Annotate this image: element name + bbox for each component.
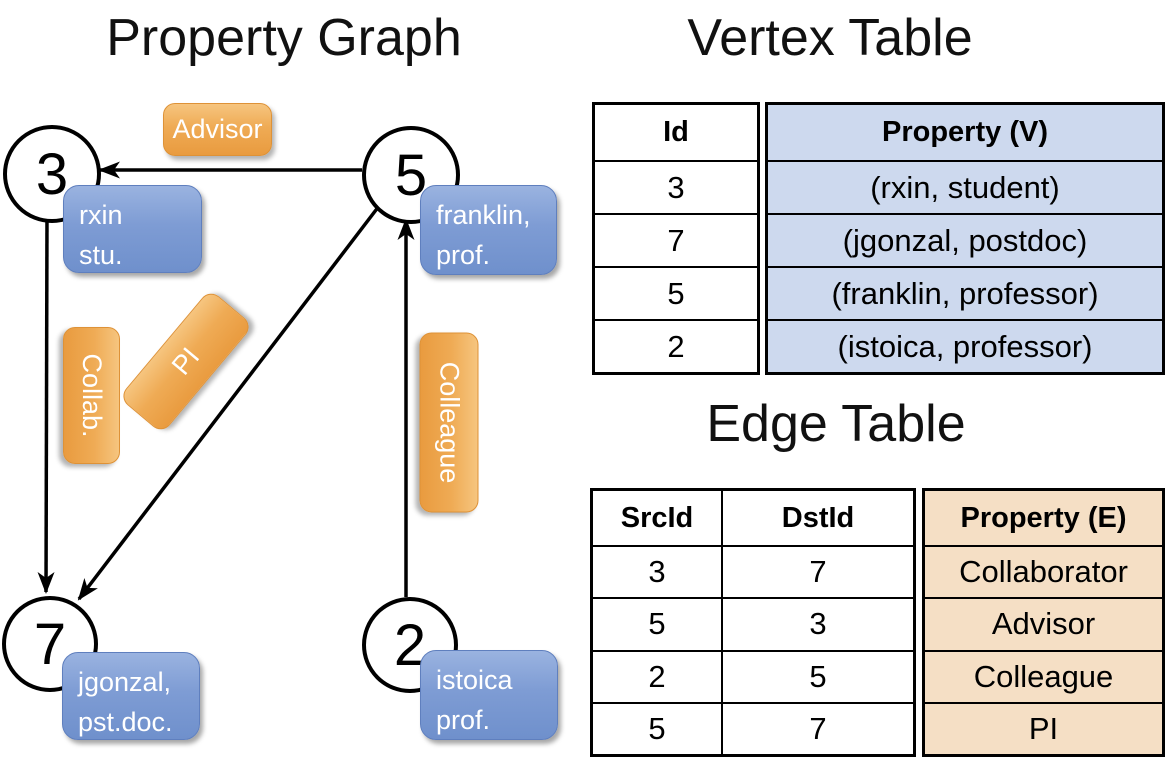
edge-row-property: Advisor xyxy=(925,597,1162,649)
vertex-row-property: (jgonzal, postdoc) xyxy=(768,213,1162,266)
vertex-label-rxin-line1: rxin xyxy=(79,200,123,230)
vertex-label-franklin-line2: prof. xyxy=(436,239,491,270)
edge-5-7 xyxy=(77,204,381,601)
vertex-row-property: (rxin, student) xyxy=(768,160,1162,213)
vertex-row-id: 2 xyxy=(595,319,757,372)
edge-row-dst: 5 xyxy=(721,651,913,702)
node-2: 2 xyxy=(362,597,458,693)
edge-row-property: Collaborator xyxy=(925,545,1162,597)
vertex-label-rxin: rxin stu. xyxy=(63,185,202,273)
vertex-table-id-column: Id 3 7 5 2 xyxy=(592,102,760,375)
edge-3-7 xyxy=(37,215,55,594)
vertex-label-jgonzal: jgonzal, pst.doc. xyxy=(62,652,200,740)
vertex-row-property: (franklin, professor) xyxy=(768,266,1162,319)
node-7-id: 7 xyxy=(33,611,67,677)
vertex-row-id: 7 xyxy=(595,213,757,266)
vertex-property-header: Property (V) xyxy=(882,116,1048,148)
vertex-label-istoica-line1: istoica xyxy=(436,665,513,695)
node-3-id: 3 xyxy=(35,141,69,207)
vertex-label-jgonzal-line1: jgonzal, xyxy=(78,667,172,697)
vertex-label-franklin-line1: franklin, xyxy=(436,200,531,230)
edge-row-dst: 7 xyxy=(721,547,913,598)
edge-row-src: 2 xyxy=(648,658,666,694)
edge-table-title: Edge Table xyxy=(706,395,966,453)
vertex-label-istoica: istoica prof. xyxy=(420,650,558,740)
vertex-label-franklin: franklin, prof. xyxy=(420,185,557,275)
vertex-id-header: Id xyxy=(663,116,689,148)
edge-label-collab: Collab. xyxy=(63,327,120,464)
vertex-table-property-column: Property (V) (rxin, student) (jgonzal, p… xyxy=(765,102,1165,375)
edge-row-src: 3 xyxy=(648,554,666,590)
edge-row-property: Colleague xyxy=(925,649,1162,702)
edge-row-property: PI xyxy=(925,701,1162,754)
vertex-label-jgonzal-line2: pst.doc. xyxy=(78,706,173,737)
edge-table-src-dst-columns: SrcId DstId 3 7 5 3 2 5 5 7 xyxy=(590,488,916,757)
edge-row-src: 5 xyxy=(648,606,666,642)
edge-src-header: SrcId xyxy=(620,501,694,534)
property-graph-title: Property Graph xyxy=(106,9,462,67)
edge-row-dst: 3 xyxy=(721,599,913,650)
edge-label-colleague: Colleague xyxy=(419,332,479,513)
vertex-row-property: (istoica, professor) xyxy=(768,319,1162,372)
vertex-row-id: 3 xyxy=(595,160,757,213)
vertex-table-title: Vertex Table xyxy=(687,9,973,67)
vertex-label-istoica-line2: prof. xyxy=(436,704,491,735)
edge-table-property-column: Property (E) Collaborator Advisor Collea… xyxy=(922,488,1165,757)
edge-row-src: 5 xyxy=(648,710,666,746)
vertex-row-id: 5 xyxy=(595,266,757,319)
vertex-label-rxin-line2: stu. xyxy=(79,239,123,270)
edge-label-advisor: Advisor xyxy=(163,103,272,156)
edge-row-dst: 7 xyxy=(721,703,913,754)
graph-edges xyxy=(37,161,415,601)
edge-dst-header: DstId xyxy=(721,491,913,545)
edge-property-header: Property (E) xyxy=(960,501,1127,534)
